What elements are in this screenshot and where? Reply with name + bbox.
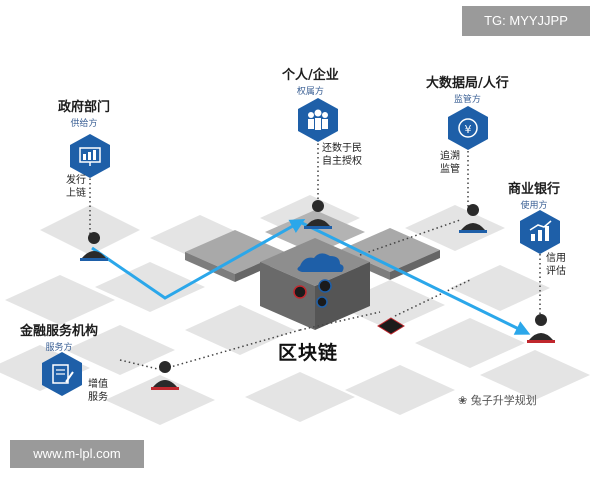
watermark-url: www.m-lpl.com	[10, 440, 144, 468]
person-figure-finance	[151, 361, 179, 390]
cloud-icon	[297, 253, 344, 272]
person-figures	[80, 200, 555, 390]
action-label: 信用评估	[546, 253, 566, 277]
growth-chart-icon	[520, 210, 560, 254]
action-label: 发行上链	[66, 175, 86, 199]
person-figure-gov	[80, 232, 108, 261]
svg-text:¥: ¥	[465, 123, 472, 136]
watermark-credit: ❀ 兔子升学规划	[458, 392, 537, 408]
chart-screen-icon	[70, 134, 110, 178]
action-label: 追溯监管	[440, 151, 460, 175]
paw-icon: ❀	[458, 394, 468, 407]
dark-cube-icon	[377, 317, 405, 335]
floor-tile	[450, 265, 550, 311]
chain-node-icon	[318, 279, 332, 293]
node-role: 服务方	[45, 343, 73, 353]
node-role: 权属方	[296, 87, 324, 97]
floor-tile	[65, 325, 175, 375]
center-title: 区块链	[278, 342, 339, 364]
floor-tile	[405, 205, 505, 251]
watermark-tg: TG: MYYJJPP	[462, 6, 590, 36]
person-figure-center	[304, 200, 332, 229]
node-bank: 商业银行 使用方	[508, 178, 560, 211]
floor-tile	[345, 365, 455, 415]
action-label: 还数于民自主授权	[322, 143, 362, 167]
action-label: 增值服务	[88, 379, 108, 403]
central-block-right	[315, 262, 370, 330]
floor-tile	[245, 372, 355, 422]
node-finance: 金融服务机构 服务方	[20, 320, 98, 353]
floor-tile	[105, 375, 215, 425]
node-bigdata: 大数据局/人行 监管方	[426, 72, 509, 105]
node-name: 商业银行	[508, 182, 561, 197]
node-role: 监管方	[453, 95, 481, 105]
floor-tile	[5, 275, 115, 325]
credit-text: 兔子升学规划	[470, 394, 537, 407]
node-name: 金融服务机构	[20, 324, 99, 339]
chain-node-icon	[316, 296, 328, 308]
node-name: 大数据局/人行	[426, 76, 509, 91]
node-role: 使用方	[520, 201, 548, 211]
node-name: 个人/企业	[282, 68, 339, 83]
node-person: 个人/企业 权属方	[282, 64, 339, 97]
central-block-left	[260, 262, 315, 330]
node-gov: 政府部门 供给方	[58, 96, 110, 129]
person-figure-bank	[527, 314, 555, 343]
floor-tile	[480, 350, 590, 400]
chain-decor	[293, 253, 405, 335]
dotted-links	[89, 130, 541, 371]
people-group-icon	[298, 98, 338, 142]
money-cycle-icon: ¥	[448, 106, 488, 150]
document-pen-icon	[42, 352, 82, 396]
floor-tile	[185, 305, 295, 355]
chain-node-icon	[293, 285, 307, 299]
floor-tile	[415, 318, 525, 368]
flow-arrows	[91, 219, 531, 335]
flow-arrow	[91, 219, 306, 300]
flow-arrow	[299, 220, 531, 335]
person-figure-bigdata	[459, 204, 487, 233]
floor-tile	[40, 205, 140, 255]
node-role: 供给方	[70, 119, 98, 129]
node-name: 政府部门	[58, 100, 111, 115]
